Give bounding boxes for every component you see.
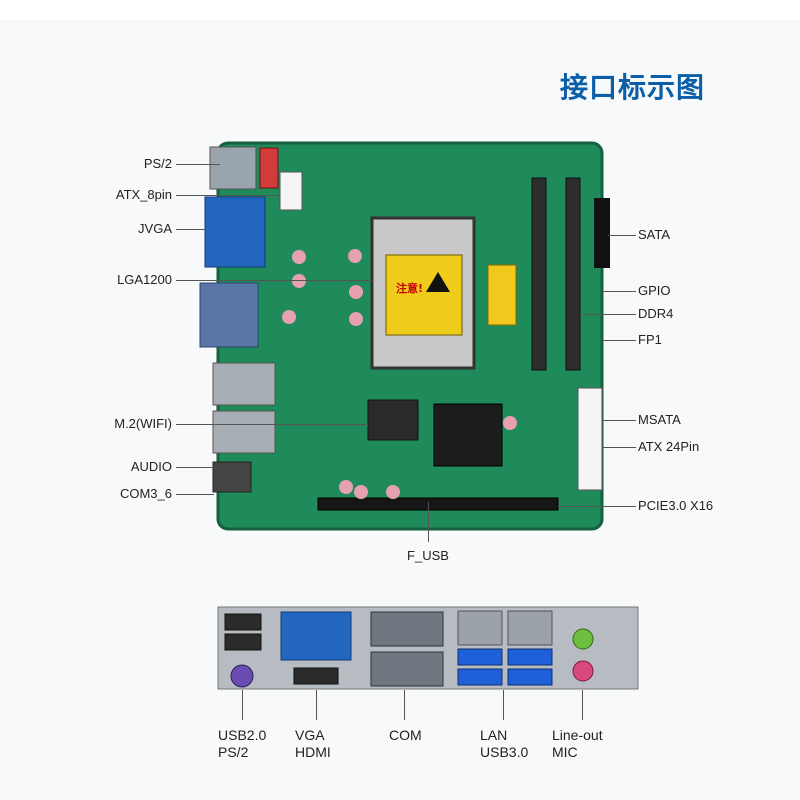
page-title: 接口标示图 <box>560 71 706 104</box>
hdmi-port <box>293 667 339 685</box>
usb20-bottom <box>224 633 262 651</box>
label-f-usb: F_USB <box>407 548 449 563</box>
ps2-port <box>209 146 257 190</box>
ps2-jack <box>230 664 254 688</box>
dimm-slot-2 <box>565 177 581 371</box>
atx-24pin <box>577 387 603 491</box>
leader-ps2 <box>176 164 220 165</box>
com-port-2 <box>370 651 444 687</box>
label-fp1: FP1 <box>638 332 662 347</box>
red-header <box>259 147 279 189</box>
label-jvga: JVGA <box>138 221 172 236</box>
label-ps2: PS/2 <box>143 156 172 171</box>
chipset-heatsink <box>433 403 503 467</box>
leader-lga1200 <box>176 280 372 281</box>
leader-audio <box>176 467 214 468</box>
io-label-hdmi: HDMI <box>295 744 331 760</box>
usb3-3 <box>507 648 553 666</box>
usb3-2 <box>457 668 503 686</box>
cpu-warning: 注意! <box>396 281 423 295</box>
io-label-mic: MIC <box>552 744 578 760</box>
pcie-slot <box>317 497 559 511</box>
lan-port-1 <box>212 362 276 406</box>
leader-usb2-ps2 <box>242 690 243 720</box>
sata-connector <box>594 198 610 268</box>
com-port-1 <box>370 611 444 647</box>
io-label-ps2: PS/2 <box>218 744 249 760</box>
leader-fp1 <box>602 340 636 341</box>
leader-com <box>404 690 405 720</box>
usb20-top <box>224 613 262 631</box>
label-msata: MSATA <box>638 412 681 427</box>
io-label-usb3: USB3.0 <box>480 744 529 760</box>
label-sata: SATA <box>638 227 671 242</box>
top-band <box>0 0 800 20</box>
dimm-slot-1 <box>531 177 547 371</box>
lan-port-2 <box>212 410 276 454</box>
leader-pcie <box>558 506 636 507</box>
io-label-lan-usb3: LAN USB3.0 <box>480 727 528 761</box>
leader-lan-usb3 <box>503 690 504 720</box>
io-label-com-text: COM <box>389 727 422 743</box>
lan-port-io-1 <box>457 610 503 646</box>
cpu-socket-cover <box>385 254 463 336</box>
label-atx-24pin: ATX 24Pin <box>638 439 700 454</box>
leader-atx-24pin <box>602 447 636 448</box>
m2-slot <box>367 399 419 441</box>
leader-m2-wifi <box>176 424 368 425</box>
capacitors <box>282 249 517 499</box>
usb3-4 <box>507 668 553 686</box>
leader-com3-6 <box>176 494 214 495</box>
lan-port-io-2 <box>507 610 553 646</box>
leader-vga-hdmi <box>316 690 317 720</box>
mic-jack <box>572 660 594 682</box>
label-com3-6: COM3_6 <box>119 486 172 501</box>
io-label-vga-hdmi: VGA HDMI <box>295 727 331 761</box>
usb3-1 <box>457 648 503 666</box>
io-label-line-out-mic: Line-out MIC <box>552 727 603 761</box>
label-audio: AUDIO <box>130 459 172 474</box>
leader-jvga <box>176 229 206 230</box>
leader-ddr4 <box>580 314 636 315</box>
label-pcie: PCIE3.0 X16 <box>638 498 714 513</box>
leader-atx-8pin <box>176 195 280 196</box>
label-gpio: GPIO <box>638 283 671 298</box>
com-connector <box>199 282 259 348</box>
leader-sata <box>608 235 636 236</box>
io-label-usb2-ps2: USB2.0 PS/2 <box>218 727 266 761</box>
io-label-vga: VGA <box>295 727 325 743</box>
leader-audio-io <box>582 690 583 720</box>
vga-port <box>280 611 352 661</box>
io-label-line-out: Line-out <box>552 727 603 743</box>
leader-gpio <box>602 291 636 292</box>
label-atx-8pin: ATX_8pin <box>115 187 172 202</box>
label-m2-wifi: M.2(WIFI) <box>114 416 172 431</box>
io-label-usb2: USB2.0 <box>218 727 267 743</box>
audio-jack <box>212 461 252 493</box>
leader-f-usb <box>428 502 429 542</box>
line-out-jack <box>572 628 594 650</box>
warning-triangle <box>426 272 450 292</box>
label-lga1200: LGA1200 <box>117 272 172 287</box>
yellow-label <box>487 264 517 326</box>
io-label-com: COM <box>389 727 422 744</box>
io-label-lan: LAN <box>480 727 508 743</box>
jvga-connector <box>204 196 266 268</box>
leader-msata <box>602 420 636 421</box>
atx-8pin <box>279 171 303 211</box>
label-ddr4: DDR4 <box>638 306 674 321</box>
